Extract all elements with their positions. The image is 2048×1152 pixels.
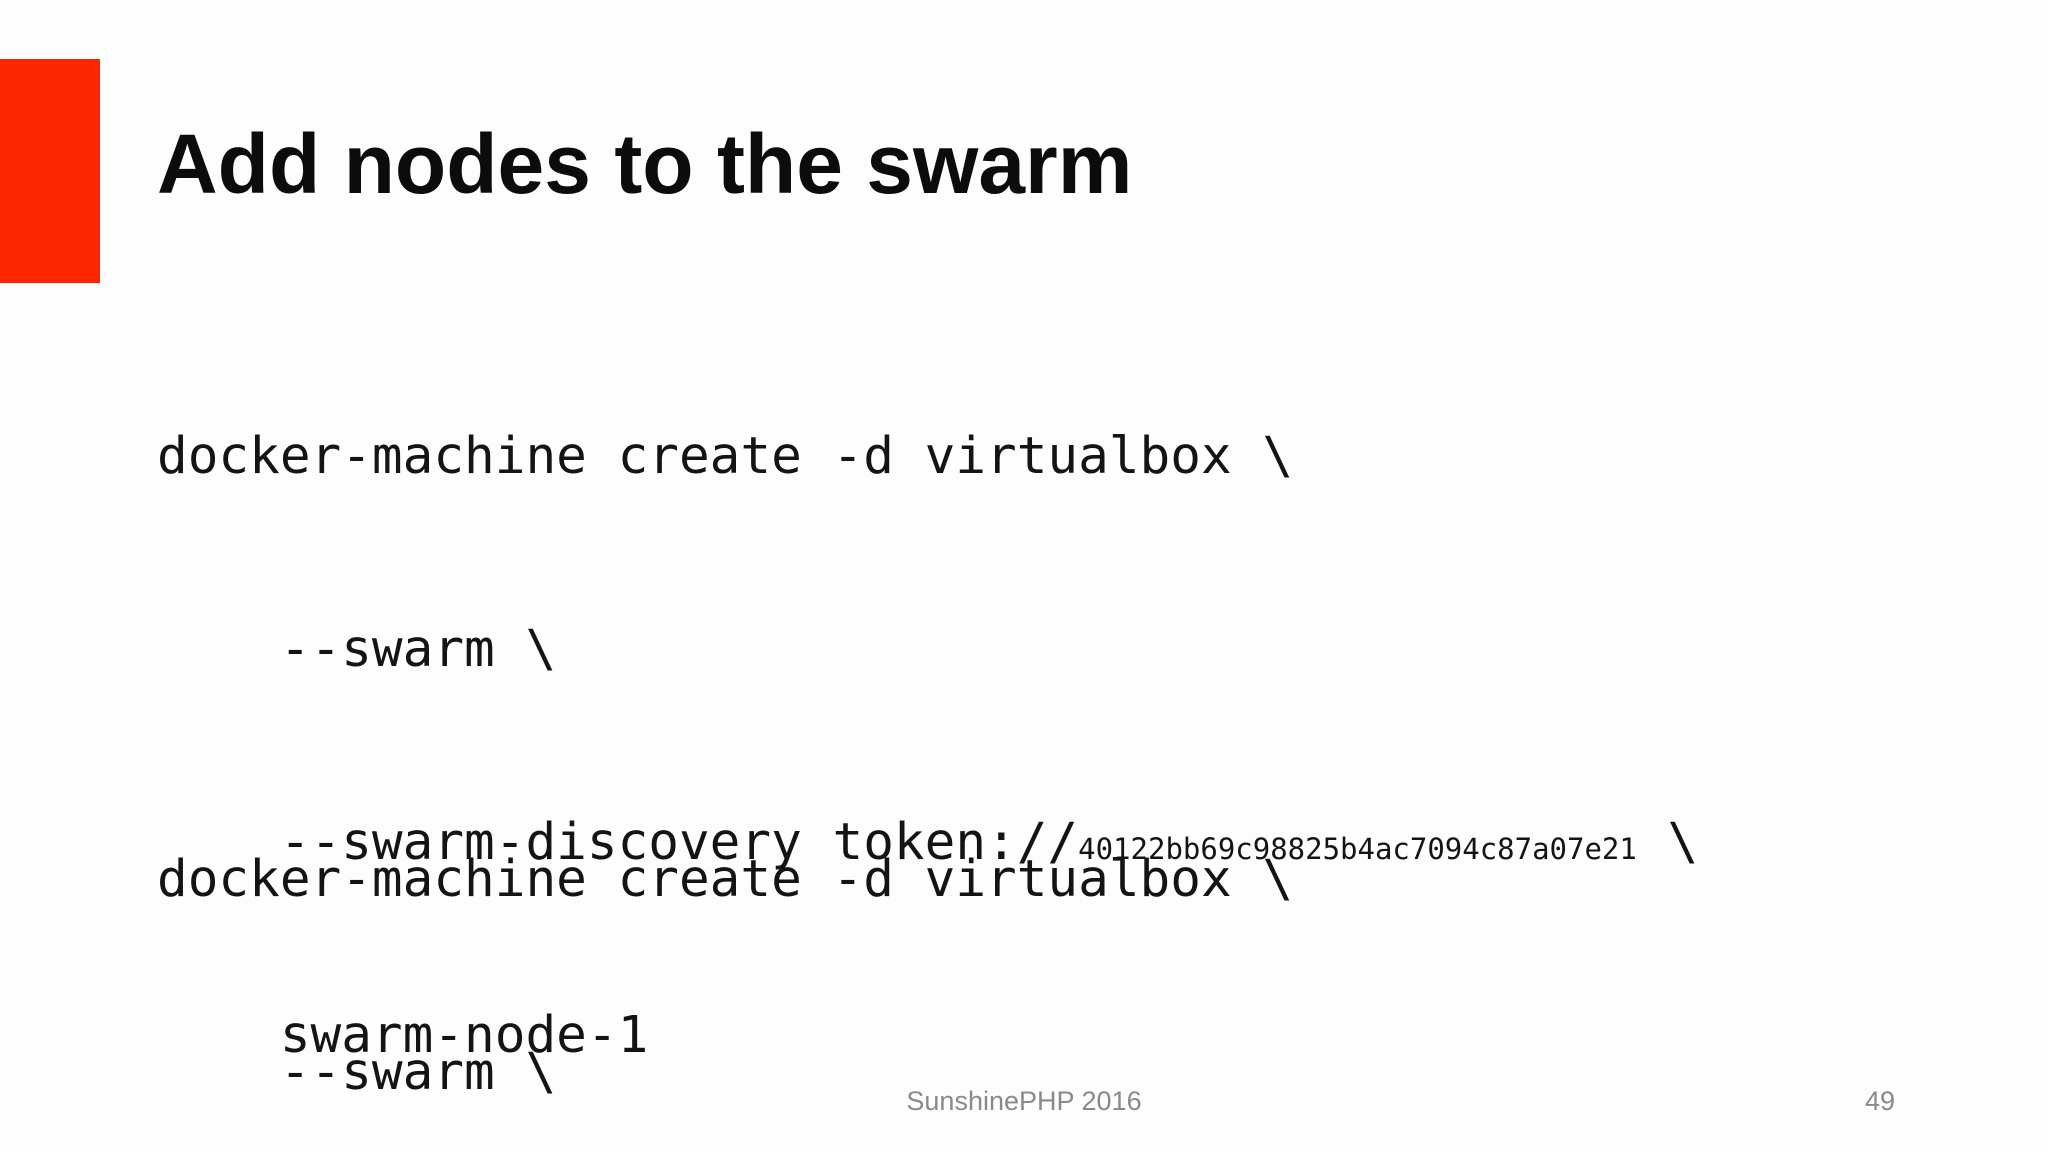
page-number: 49 xyxy=(1864,1086,1895,1116)
code-line: docker-machine create -d virtualbox \ xyxy=(157,850,1294,909)
swarm-token: 40122bb69c98825b4ac7094c87a07e21 xyxy=(1078,832,1637,866)
code-line: swarm-node-1 xyxy=(157,1006,649,1065)
slide-title: Add nodes to the swarm xyxy=(157,117,1133,211)
code-block-2: docker-machine create -d virtualbox \ --… xyxy=(157,724,1698,1152)
code-line-prefix: --swarm-discovery token:// xyxy=(157,813,1079,872)
code-line: --swarm \ xyxy=(157,620,557,679)
accent-bar xyxy=(0,59,100,283)
code-line-suffix: \ xyxy=(1636,813,1699,872)
code-line: docker-machine create -d virtualbox \ xyxy=(157,427,1294,486)
code-block-1: docker-machine create -d virtualbox \ --… xyxy=(157,301,1698,1152)
footer-conference: SunshinePHP 2016 xyxy=(906,1086,1142,1116)
code-line: --swarm-discovery token://40122bb69c9882… xyxy=(157,805,1698,880)
code-line: --swarm \ xyxy=(157,1043,557,1102)
